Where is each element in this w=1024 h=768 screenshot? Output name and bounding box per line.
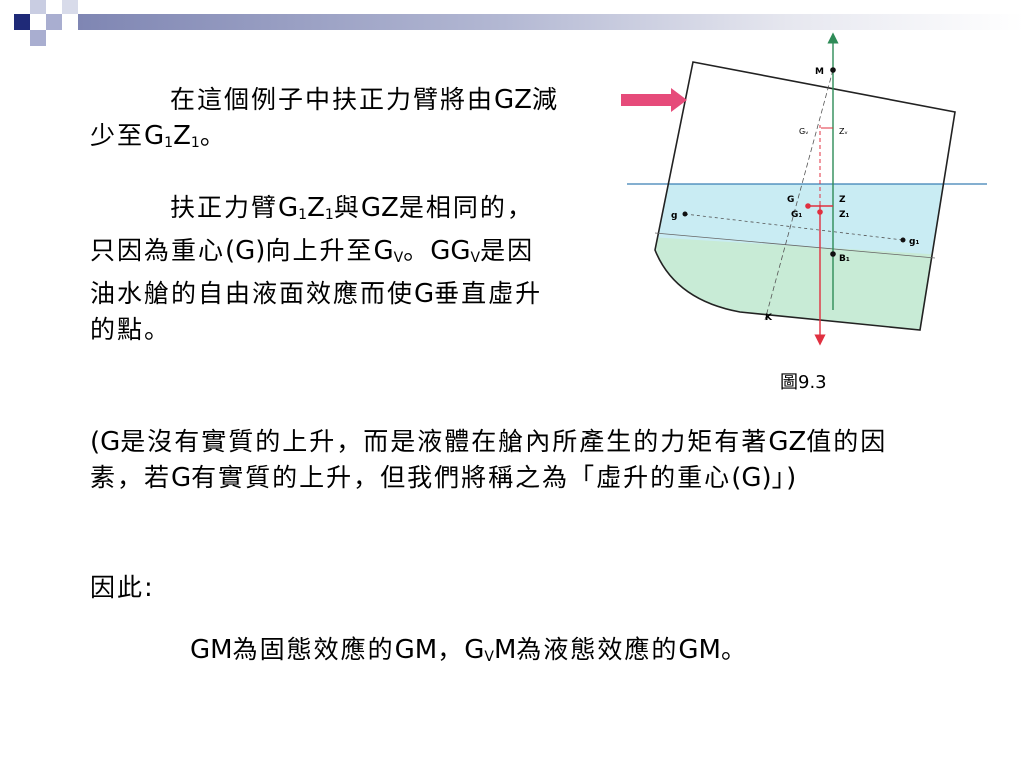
point-g-small: [682, 211, 688, 217]
paragraph-3: (G是沒有實質的上升，而是液體在艙內所產生的力矩有著GZ值的因素，若G有實質的上…: [90, 424, 930, 496]
symbol-close-paren: ): [786, 463, 797, 493]
text-run: 。: [721, 635, 749, 664]
symbol-gg: GG: [430, 236, 471, 266]
symbol-g: G: [144, 121, 165, 151]
symbol-gz: GZ: [494, 85, 532, 115]
label-m: M: [815, 67, 824, 77]
text-run: 為固態效應的: [232, 635, 395, 664]
text-run: 垂直虛升的點。: [90, 279, 543, 344]
text-run: 為液態效應的: [516, 635, 679, 664]
water-lower: [655, 235, 955, 330]
label-g-small: g: [671, 211, 677, 221]
text-run: 扶正力臂: [170, 193, 279, 222]
deco-square-mid: [30, 30, 46, 46]
heel-force-arrow: [621, 88, 687, 112]
subscript: V: [484, 649, 494, 665]
paragraph-5: GM為固態效應的GM，GVM為液態效應的GM。: [190, 632, 990, 675]
symbol-g: G: [464, 635, 485, 665]
label-z1: Z₁: [839, 210, 850, 220]
point-m: [830, 67, 836, 73]
header-bar: [78, 14, 1024, 30]
symbol-g-paren: (G): [225, 236, 266, 266]
point-g1: [817, 209, 823, 215]
symbol-g: G: [171, 463, 192, 493]
text-run: 向上升至: [265, 236, 374, 265]
symbol-g: G: [373, 236, 394, 266]
subscript: V: [470, 250, 481, 266]
text-run: 值的因素，若: [90, 427, 888, 492]
text-run: 在這個例子中扶正力臂將由: [170, 85, 495, 114]
colon: :: [144, 573, 153, 603]
text-run: 因此: [90, 573, 145, 602]
corner-decoration: [14, 0, 78, 46]
label-b1: B₁: [839, 254, 850, 264]
paragraph-4: 因此:: [90, 570, 390, 606]
symbol-gm: GM: [190, 635, 233, 665]
symbol-g-open: (G: [90, 427, 121, 457]
text-run: 」: [771, 463, 787, 492]
symbol-gz: GZ: [768, 427, 807, 457]
text-run: 減少至: [90, 85, 559, 150]
text-run: 是相同的，只因為重心: [90, 193, 534, 265]
label-zv: Zᵥ: [839, 127, 848, 136]
point-b1: [830, 251, 836, 257]
subscript: 1: [324, 207, 334, 223]
symbol-gm: GM: [678, 635, 721, 665]
label-gv: Gᵥ: [799, 127, 809, 136]
text-run: 是因油水艙的自由液面效應而使: [90, 236, 535, 308]
paragraph-2: 扶正力臂G1Z1與GZ是相同的，只因為重心(G)向上升至GV。GGV是因油水艙的…: [90, 190, 560, 348]
symbol-z: Z: [173, 121, 191, 151]
label-k: K: [765, 313, 773, 323]
text-run: 是沒有實質的上升，而是液體在艙內所產生的力矩有著: [120, 427, 769, 456]
label-g1-small: g₁: [909, 237, 919, 247]
deco-square-mid: [46, 14, 62, 30]
text-run: ，: [437, 635, 465, 664]
label-g: G: [787, 195, 794, 205]
symbol-g: G: [278, 193, 299, 223]
point-g1-small: [900, 237, 906, 243]
deco-square-dark: [14, 14, 30, 30]
symbol-g: G: [414, 279, 435, 309]
hull-outline: [654, 61, 956, 331]
text-run: 。: [199, 121, 227, 150]
symbol-g-paren: (G): [731, 463, 772, 493]
point-g: [805, 203, 811, 209]
paragraph-1: 在這個例子中扶正力臂將由GZ減少至G1Z1。: [90, 82, 560, 161]
subscript: 1: [298, 207, 308, 223]
stability-diagram: M Gᵥ Zᵥ G Z G₁ Z₁ g g₁ B₁ K: [621, 32, 987, 346]
shift-line: [684, 213, 904, 241]
symbol-m: M: [493, 635, 517, 665]
label-g1: G₁: [791, 210, 802, 220]
symbol-z: Z: [307, 193, 325, 223]
subscript: V: [393, 250, 404, 266]
symbol-gz: GZ: [360, 193, 399, 223]
deco-square-faint: [62, 0, 78, 14]
subscript: 1: [164, 135, 174, 151]
inclined-line: [654, 232, 936, 259]
label-z: Z: [839, 195, 846, 205]
centerline: [764, 69, 834, 321]
subscript: 1: [190, 135, 200, 151]
figure-caption: 圖9.3: [780, 372, 827, 393]
deco-square-light: [30, 0, 46, 14]
text-run: 。: [403, 236, 431, 265]
text-run: 有實質的上升，但我們將稱之為「虛升的重心: [191, 463, 732, 492]
text-run: 與: [333, 193, 361, 222]
symbol-gm: GM: [394, 635, 438, 665]
